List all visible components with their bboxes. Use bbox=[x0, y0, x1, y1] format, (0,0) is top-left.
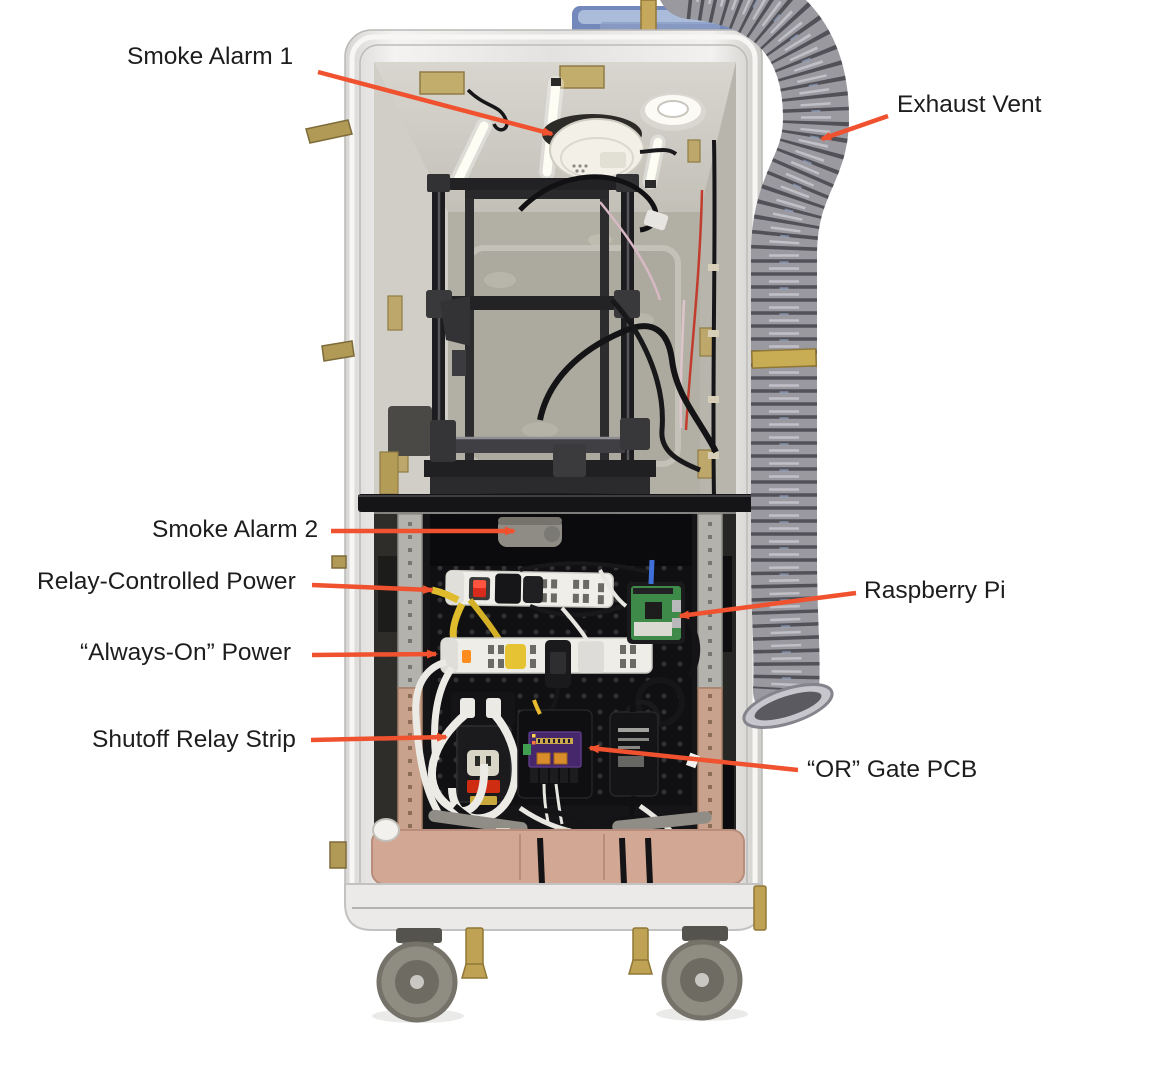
three-d-printer bbox=[424, 174, 719, 498]
annotation-relay-controlled-power: Relay-Controlled Power bbox=[37, 568, 296, 596]
annotation-smoke-alarm-2: Smoke Alarm 2 bbox=[152, 516, 319, 544]
annotation-raspberry-pi: Raspberry Pi bbox=[864, 577, 1006, 605]
hose-strap bbox=[750, 348, 818, 369]
annotation-label: Exhaust Vent bbox=[897, 91, 1042, 118]
ceiling-bracket bbox=[559, 65, 605, 89]
arrow-exhaust-vent bbox=[820, 113, 889, 142]
arrow-always-on-power bbox=[311, 649, 438, 659]
bottom-tan-frame bbox=[371, 818, 745, 885]
annotation-arrows bbox=[310, 69, 889, 773]
arrow-smoke-alarm-1 bbox=[317, 69, 554, 137]
printer-bracket bbox=[440, 296, 470, 346]
bottom-frame bbox=[344, 883, 767, 1023]
smoke-alarm-2-photo bbox=[430, 514, 692, 568]
white-adapter bbox=[578, 641, 604, 673]
printer-cables bbox=[518, 174, 719, 473]
smoke-alarm-1-photo bbox=[542, 114, 678, 182]
annotation-label: Shutoff Relay Strip bbox=[92, 726, 296, 753]
annotation-always-on-power: “Always-On” Power bbox=[80, 639, 292, 667]
cable-port bbox=[372, 818, 400, 842]
annotation-exhaust-vent: Exhaust Vent bbox=[897, 91, 1042, 119]
ceiling-vent bbox=[640, 93, 706, 131]
printer-chamber bbox=[374, 62, 736, 500]
annotation-label: “Always-On” Power bbox=[80, 639, 292, 666]
stepper-motor bbox=[620, 418, 650, 450]
side-latches bbox=[305, 119, 355, 869]
yellow-plug bbox=[505, 644, 526, 669]
brass-latches bbox=[461, 885, 767, 979]
door-hinge-block bbox=[388, 406, 432, 456]
hose-end-cuff bbox=[742, 682, 834, 730]
pegboard-cables bbox=[519, 561, 649, 643]
electronics-bay bbox=[371, 513, 745, 885]
annotation-label: Relay-Controlled Power bbox=[37, 568, 296, 595]
always-on-power-strip bbox=[440, 637, 653, 728]
ceiling-bracket bbox=[419, 71, 465, 95]
arrow-or-gate-pcb bbox=[588, 744, 799, 773]
annotation-or-gate-pcb: “OR” Gate PCB bbox=[807, 756, 978, 784]
or-gate-pcb-device bbox=[517, 699, 593, 825]
annotation-label: “OR” Gate PCB bbox=[807, 756, 978, 783]
exhaust-hose bbox=[660, 0, 849, 730]
annotation-smoke-alarm-1: Smoke Alarm 1 bbox=[127, 43, 294, 71]
casters bbox=[376, 926, 743, 1023]
raspberry-pi-board bbox=[623, 559, 701, 737]
annotation-label: Smoke Alarm 2 bbox=[152, 516, 319, 543]
blue-ribbon-cable bbox=[648, 559, 655, 585]
plug bbox=[494, 573, 522, 604]
annotation-label: Smoke Alarm 1 bbox=[127, 43, 294, 70]
stepper-motor bbox=[553, 444, 586, 477]
annotation-label: Raspberry Pi bbox=[864, 577, 1006, 604]
arrow-raspberry-pi bbox=[678, 590, 857, 620]
plug bbox=[522, 575, 544, 604]
arrow-shutoff-relay-strip bbox=[310, 732, 448, 743]
arrow-relay-controlled-power bbox=[311, 582, 434, 595]
stepper-motor bbox=[430, 420, 456, 462]
annotation-shutoff-relay-strip: Shutoff Relay Strip bbox=[92, 726, 296, 754]
